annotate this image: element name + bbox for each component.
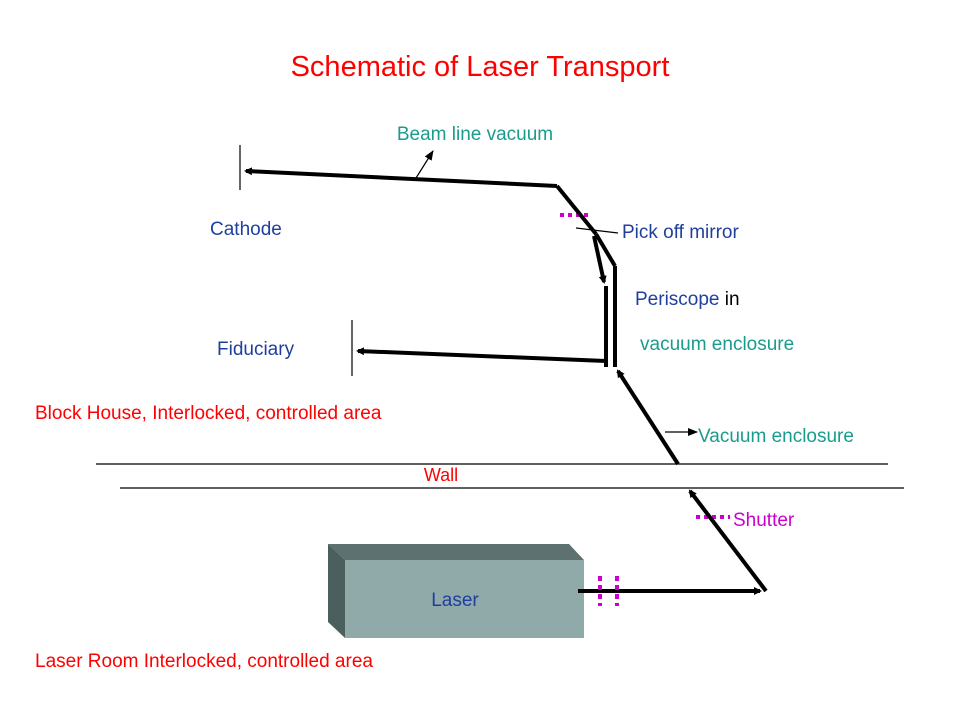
laser-room-label: Laser Room Interlocked, controlled area <box>35 651 373 672</box>
beam-to-cathode <box>244 167 558 188</box>
periscope-label-line2: vacuum enclosure <box>640 334 794 355</box>
laser-label: Laser <box>431 590 479 611</box>
shutter-label: Shutter <box>733 510 795 531</box>
pick-off-mirror-label: Pick off mirror <box>622 222 740 243</box>
beam-pickoff-down <box>592 235 607 284</box>
laser-box-side <box>328 544 345 638</box>
periscope-word: Periscope <box>635 289 720 310</box>
beam-line-vacuum-pointer <box>415 150 434 179</box>
beam-mirror-to-cathode-turn <box>555 184 598 236</box>
laser-box-top <box>328 544 584 560</box>
diagram-title: Schematic of Laser Transport <box>291 51 670 83</box>
pick-off-mirror-pointer <box>575 227 619 234</box>
cathode-label: Cathode <box>210 219 282 240</box>
vacuum-enclosure-label: Vacuum enclosure <box>698 426 854 447</box>
beam-to-fiduciary <box>356 347 607 363</box>
fiduciary-label: Fiduciary <box>217 339 295 360</box>
periscope-in: in <box>720 289 740 310</box>
laser-box-front <box>345 560 584 638</box>
beam-laser-to-wall <box>688 489 768 593</box>
block-house-label: Block House, Interlocked, controlled are… <box>35 403 382 424</box>
beam-vacuum-enclosure <box>616 369 680 466</box>
wall-label: Wall <box>424 465 458 485</box>
beam-periscope-up-to-mirror <box>594 232 617 268</box>
periscope-label-line1: Periscope in <box>635 289 740 310</box>
beam-line-vacuum-label: Beam line vacuum <box>397 124 553 145</box>
